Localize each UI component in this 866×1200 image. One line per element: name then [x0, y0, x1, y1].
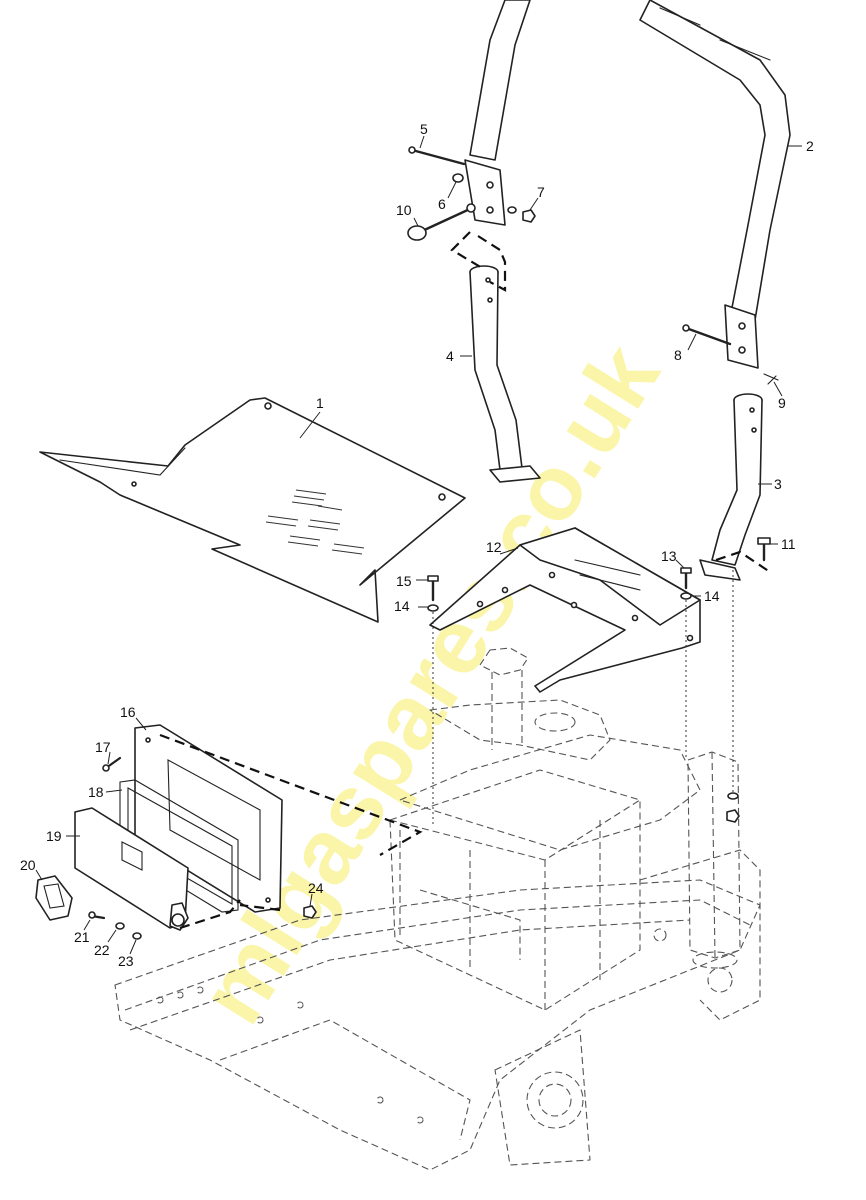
left-lower-post: [469, 265, 541, 483]
callout-7: 7: [537, 184, 545, 200]
callout-5: 5: [420, 121, 428, 137]
callout-11: 11: [781, 536, 796, 552]
roll-bar-hoop: [464, 0, 791, 369]
callout-19: 19: [46, 828, 62, 844]
callout-10: 10: [396, 202, 412, 218]
callout-18: 18: [88, 784, 104, 800]
callout-15: 15: [396, 573, 412, 589]
callout-14-right: 14: [704, 588, 720, 604]
access-panel-door: [74, 807, 189, 931]
rollbar-mounting-plate: [429, 527, 701, 693]
floor-mat: [39, 397, 466, 623]
callout-labels: 1 2 3 4 5 6 7 8 9 10 11 12 13 14 14 15 1…: [20, 121, 814, 969]
fasteners: [88, 146, 779, 940]
callout-8: 8: [674, 347, 682, 363]
callout-23: 23: [118, 953, 134, 969]
latch: [35, 875, 73, 921]
callout-22: 22: [94, 942, 110, 958]
tread-pattern: [265, 489, 365, 555]
right-lower-post: [699, 393, 763, 581]
callout-14-left: 14: [394, 598, 410, 614]
callout-2: 2: [806, 138, 814, 154]
callout-6: 6: [438, 196, 446, 212]
callout-3: 3: [774, 476, 782, 492]
callout-20: 20: [20, 857, 36, 873]
callout-24: 24: [308, 880, 324, 896]
leader-lines: [35, 135, 802, 955]
callout-12: 12: [486, 539, 502, 555]
callout-9: 9: [778, 395, 786, 411]
callout-16: 16: [120, 704, 136, 720]
callout-4: 4: [446, 348, 454, 364]
callout-17: 17: [95, 739, 111, 755]
assembly-guides: [159, 231, 771, 930]
callout-1: 1: [316, 395, 324, 411]
chassis-frame-ghost: [114, 647, 761, 1171]
callout-13: 13: [661, 548, 677, 564]
callout-21: 21: [74, 929, 90, 945]
